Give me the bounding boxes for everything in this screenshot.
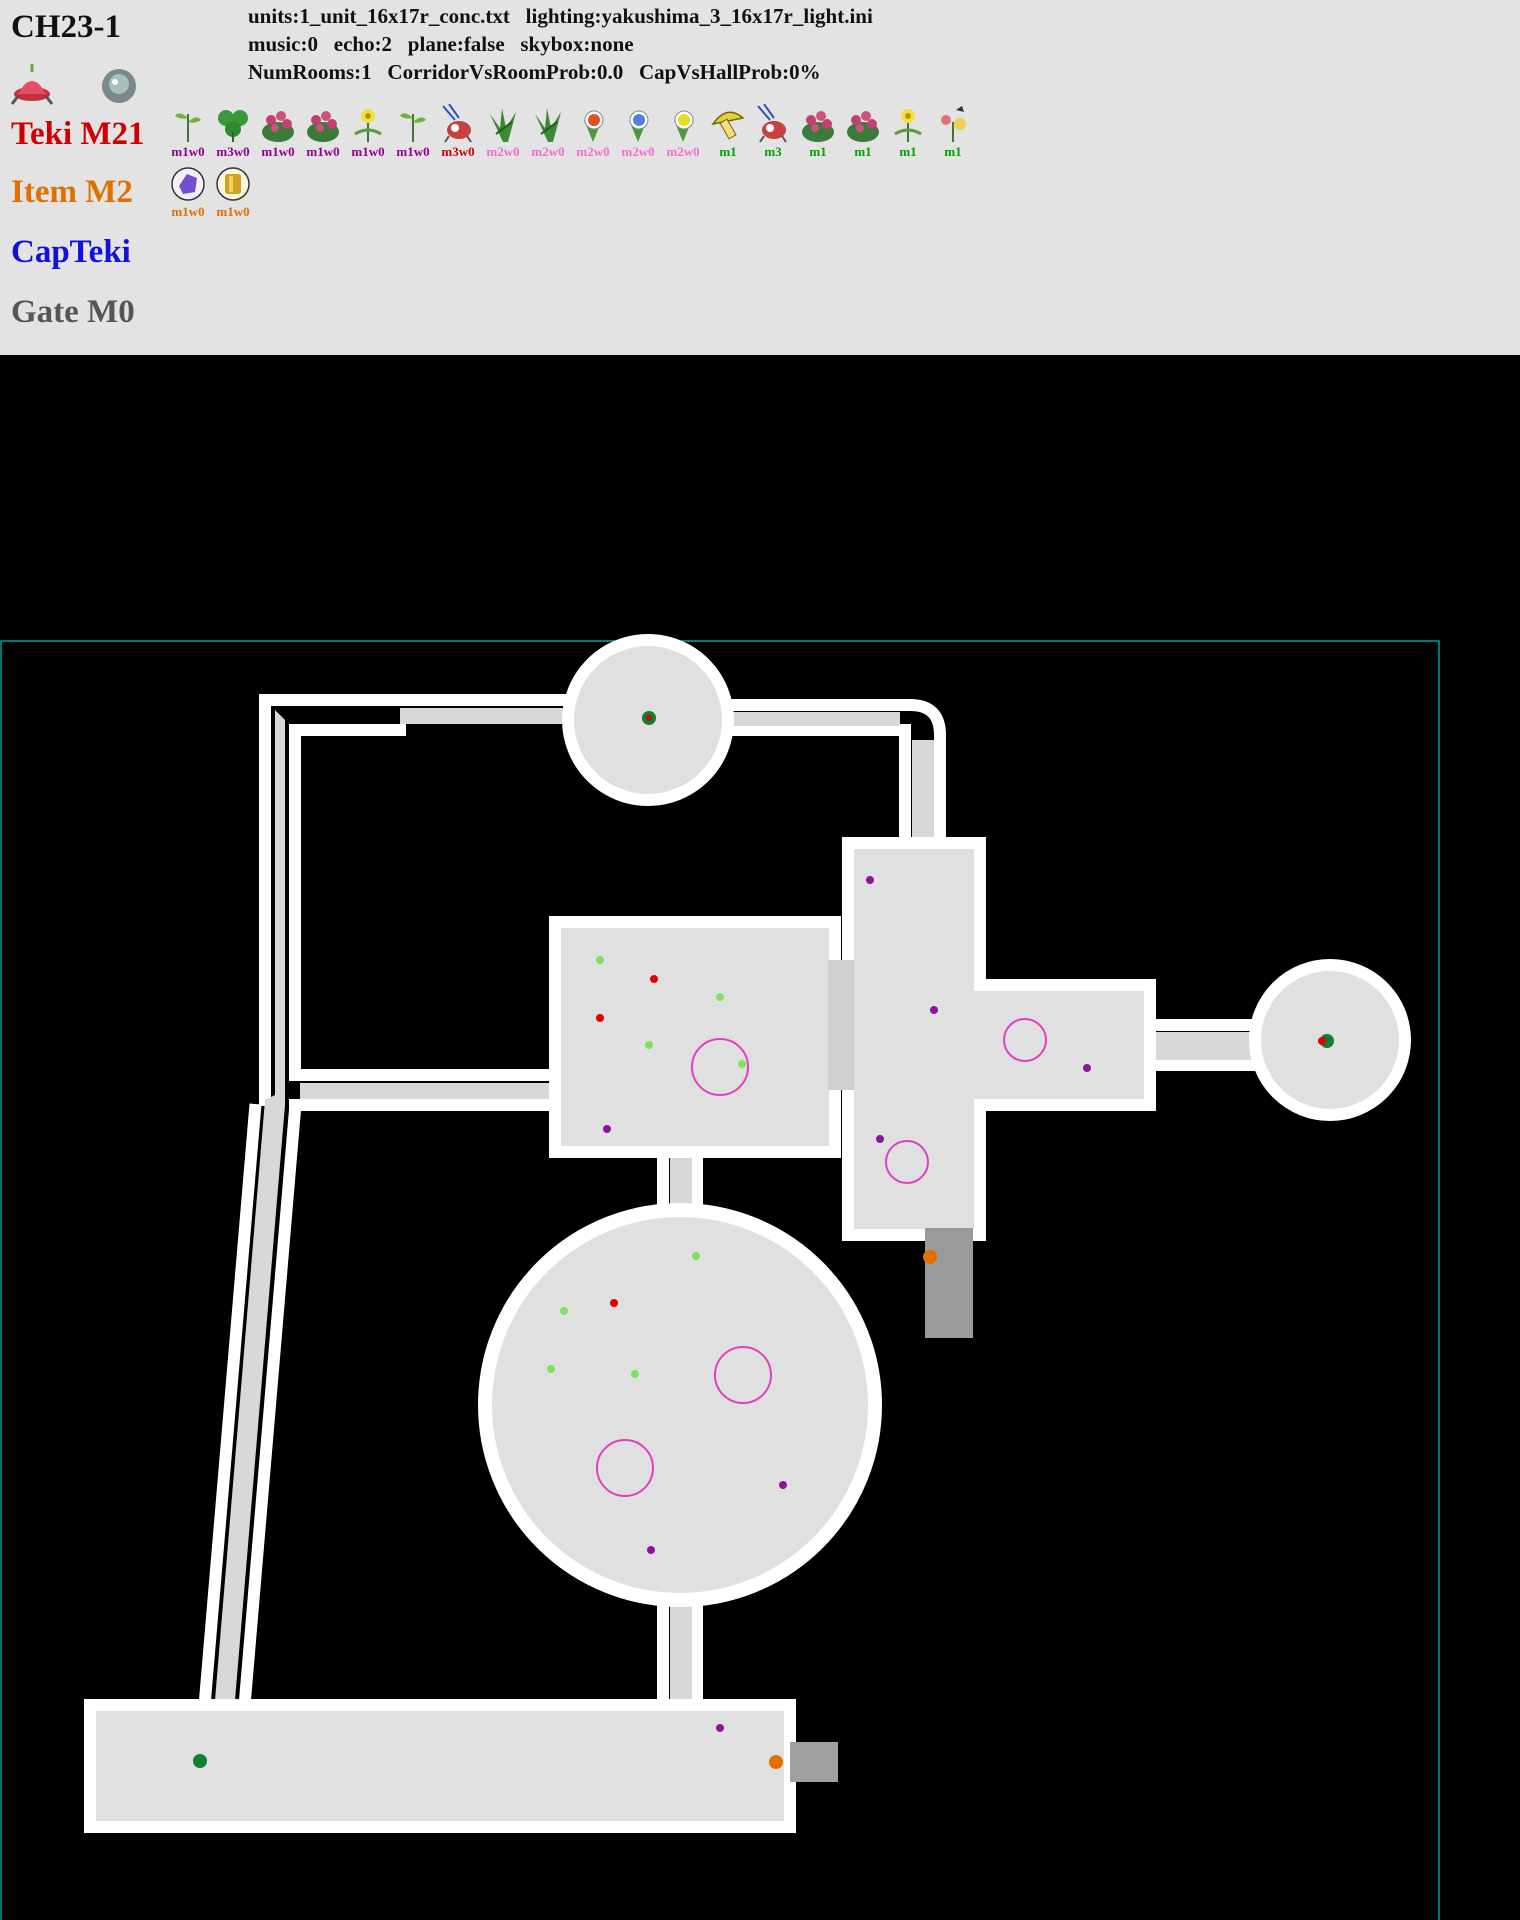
gold-treasure-icon [216, 167, 250, 201]
teki-marker [610, 1299, 618, 1307]
sprout-icon [175, 113, 201, 142]
bottom-hall [84, 1699, 796, 1833]
teki-marker [1083, 1064, 1091, 1072]
red-candypop-icon [584, 110, 604, 142]
entry-count-label: m2w0 [576, 144, 610, 159]
teki-marker [596, 956, 604, 964]
entry-count-label: m2w0 [486, 144, 520, 159]
entry-count-label: m2w0 [666, 144, 700, 159]
item-marker [923, 1250, 937, 1264]
entry-count-label: m3w0 [216, 144, 250, 159]
entry-count-label: m1 [719, 144, 737, 159]
entry-count-label: m1w0 [171, 204, 205, 219]
header-panel: CH23-1 units:1_unit_16x17r_conc.txt ligh… [0, 0, 1520, 355]
clover-icon [218, 110, 248, 142]
mushroom-icon [711, 111, 745, 140]
capteki-label: CapTeki [11, 234, 131, 270]
gate-label: Gate M0 [11, 294, 135, 330]
blue-candypop-icon [629, 110, 649, 142]
teki-marker [603, 1125, 611, 1133]
flower-bush-icon [802, 111, 834, 142]
falling-bomb-icon [757, 104, 787, 143]
item-marker [769, 1755, 783, 1769]
entry-count-label: m1w0 [216, 204, 250, 219]
entry-count-label: m1w0 [351, 144, 385, 159]
yellow-flower-icon [354, 109, 382, 142]
entry-count-label: m1w0 [306, 144, 340, 159]
entry-count-label: m1w0 [396, 144, 430, 159]
spawn-ring [1003, 1018, 1047, 1062]
entry-count-label: m1 [899, 144, 917, 159]
sublevel-title: CH23-1 [11, 9, 121, 45]
square-room [549, 916, 841, 1158]
ship-pod-icon [102, 69, 136, 103]
spawn-ring [885, 1140, 929, 1184]
falling-bomb-icon [442, 104, 472, 143]
butterfly-flower-icon [941, 106, 966, 142]
teki-marker [647, 1546, 655, 1554]
teki-marker [650, 975, 658, 983]
spawn-ring [714, 1346, 772, 1404]
teki-marker [716, 993, 724, 1001]
flower-bush-icon [262, 111, 294, 142]
flower-bush-icon [847, 111, 879, 142]
entry-count-label: m1w0 [261, 144, 295, 159]
teki-marker [547, 1365, 555, 1373]
entry-count-label: m3w0 [441, 144, 475, 159]
item-label: Item M2 [11, 174, 133, 210]
cave-walls [198, 694, 1296, 1711]
teki-marker [596, 1014, 604, 1022]
spawn-ring [691, 1038, 749, 1096]
gate-marker [193, 1754, 207, 1768]
entry-count-label: m1 [809, 144, 827, 159]
grass-plant-icon [535, 108, 561, 142]
cave-rooms [84, 634, 1411, 1833]
grass-plant-icon [490, 108, 516, 142]
teki-label: Teki M21 [11, 116, 145, 152]
entry-count-label: m2w0 [531, 144, 565, 159]
entry-count-label: m1w0 [171, 144, 205, 159]
yellow-flower-icon [894, 109, 922, 142]
teki-marker [779, 1481, 787, 1489]
teki-marker [645, 1041, 653, 1049]
purple-treasure-icon [171, 167, 205, 201]
entry-count-label: m3 [764, 144, 782, 159]
flower-bush-icon [307, 111, 339, 142]
teki-marker [716, 1724, 724, 1732]
dead-end-stub [925, 1228, 973, 1338]
entry-count-label: m1 [854, 144, 872, 159]
spawn-rings [596, 1018, 1047, 1497]
sprout-icon [400, 113, 426, 142]
teki-marker [692, 1252, 700, 1260]
cross-room [842, 837, 1156, 1241]
big-circle-room [478, 1203, 882, 1607]
entry-count-label: m2w0 [621, 144, 655, 159]
onion-icon [10, 64, 54, 105]
info-line-music: music:0 echo:2 plane:false skybox:none [248, 32, 634, 56]
teki-marker [738, 1060, 746, 1068]
teki-marker [930, 1006, 938, 1014]
yellow-candypop-icon [674, 110, 694, 142]
map-markers [193, 711, 1334, 1769]
map-border [0, 640, 1440, 1920]
teki-marker [876, 1135, 884, 1143]
teki-marker [631, 1370, 639, 1378]
teki-marker [560, 1307, 568, 1315]
entry-count-label: m1 [944, 144, 962, 159]
spawn-ring [596, 1439, 654, 1497]
teki-marker [866, 876, 874, 884]
dead-end-stub [790, 1742, 838, 1782]
info-line-units: units:1_unit_16x17r_conc.txt lighting:ya… [248, 4, 873, 28]
info-line-rooms: NumRooms:1 CorridorVsRoomProb:0.0 CapVsH… [248, 60, 821, 84]
